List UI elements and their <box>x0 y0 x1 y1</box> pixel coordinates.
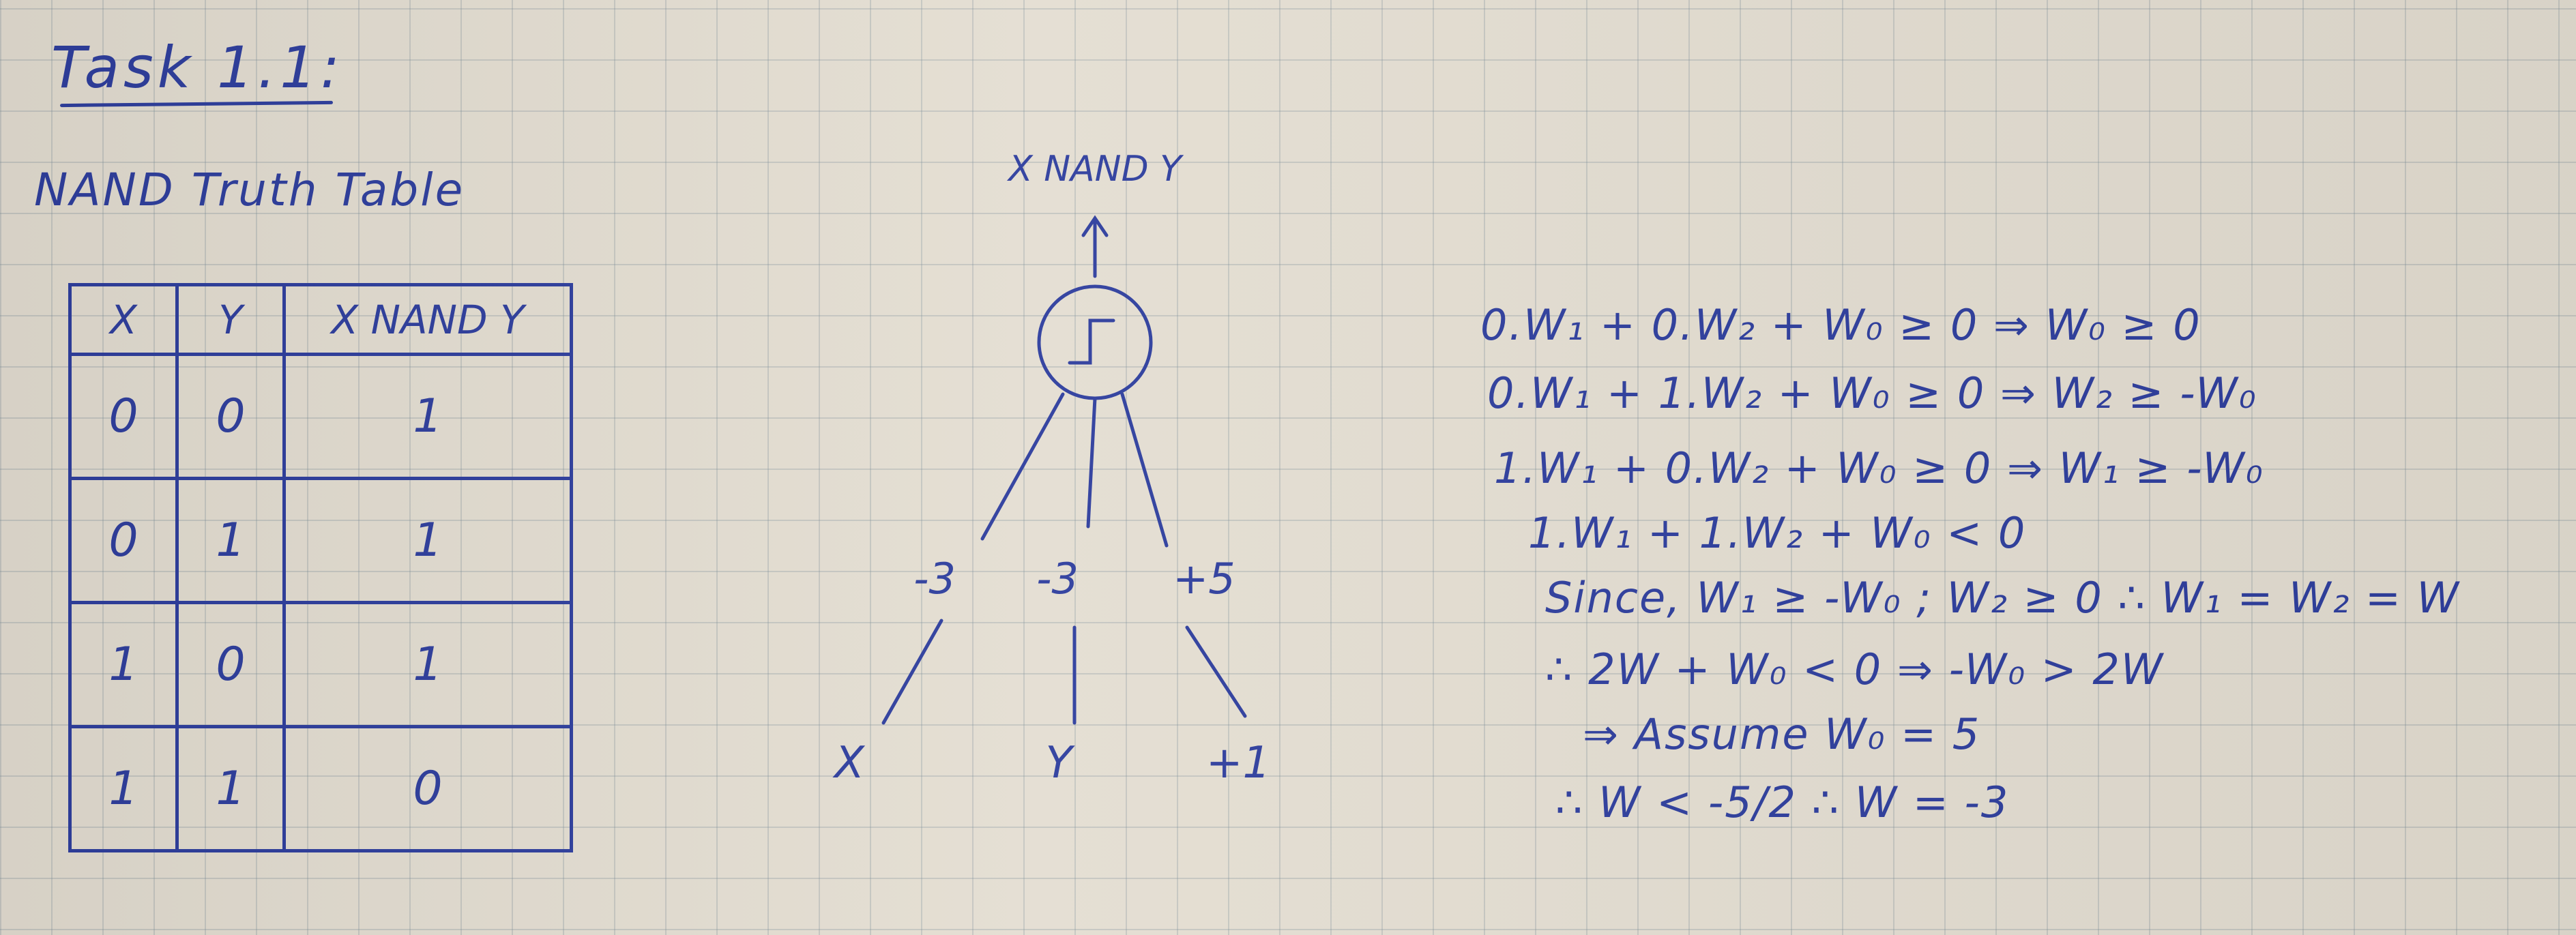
truth-table-title: NAND Truth Table <box>34 164 465 216</box>
input-bias: +1 <box>1206 738 1270 788</box>
perceptron-diagram: X NAND Y -3 -3 +5 X Y +1 <box>832 149 1270 788</box>
cell-nand: 1 <box>282 477 573 604</box>
input-x: X <box>832 738 865 788</box>
cell-x: 0 <box>68 477 179 604</box>
step-function-icon <box>1068 318 1115 365</box>
header-y: Y <box>175 283 286 356</box>
derivation-line: 0.W₁ + 0.W₂ + W₀ ≥ 0 ⇒ W₀ ≥ 0 <box>1480 300 2201 350</box>
derivation-line: Since, W₁ ≥ -W₀ ; W₂ ≥ 0 ∴ W₁ = W₂ = W <box>1545 573 2460 623</box>
table-row: 0 0 1 <box>68 353 573 480</box>
derivation-line: ⇒ Assume W₀ = 5 <box>1583 709 1981 759</box>
neuron-circle <box>1037 284 1153 400</box>
output-label: X NAND Y <box>1006 149 1184 190</box>
input-y: Y <box>1045 738 1075 788</box>
edge-x-lower <box>881 619 943 725</box>
header-x: X <box>68 283 179 356</box>
edge-y-upper <box>1086 396 1097 529</box>
derivation-line: ∴ W < -5/2 ∴ W = -3 <box>1555 777 2010 827</box>
edge-bias-lower <box>1185 625 1247 718</box>
cell-y: 0 <box>175 601 286 728</box>
derivation-line: 1.W₁ + 0.W₂ + W₀ ≥ 0 ⇒ W₁ ≥ -W₀ <box>1494 443 2264 493</box>
derivation-line: 1.W₁ + 1.W₂ + W₀ < 0 <box>1528 508 2027 558</box>
edge-bias-upper <box>1120 392 1169 548</box>
table-row: 1 0 1 <box>68 601 573 728</box>
cell-y: 1 <box>175 725 286 852</box>
weight-x: -3 <box>913 554 956 604</box>
derivation-line: ∴ 2W + W₀ < 0 ⇒ -W₀ > 2W <box>1545 644 2165 694</box>
truth-table: X Y X NAND Y 0 0 1 0 1 1 1 0 1 1 1 0 <box>68 283 573 852</box>
cell-y: 0 <box>175 353 286 480</box>
cell-x: 0 <box>68 353 179 480</box>
cell-x: 1 <box>68 601 179 728</box>
weight-bias: +5 <box>1173 554 1235 604</box>
table-row: 1 1 0 <box>68 725 573 852</box>
cell-nand: 1 <box>282 353 573 480</box>
task-title: Task 1.1: <box>51 34 344 101</box>
cell-nand: 0 <box>282 725 573 852</box>
edge-x-upper <box>980 392 1065 541</box>
cell-y: 1 <box>175 477 286 604</box>
cell-nand: 1 <box>282 601 573 728</box>
header-nand: X NAND Y <box>282 283 573 356</box>
weight-y: -3 <box>1036 554 1079 604</box>
derivation-line: 0.W₁ + 1.W₂ + W₀ ≥ 0 ⇒ W₂ ≥ -W₀ <box>1487 368 2257 418</box>
table-row: 0 1 1 <box>68 477 573 604</box>
table-header-row: X Y X NAND Y <box>68 283 573 356</box>
cell-x: 1 <box>68 725 179 852</box>
arrow-head-icon <box>1081 215 1109 237</box>
